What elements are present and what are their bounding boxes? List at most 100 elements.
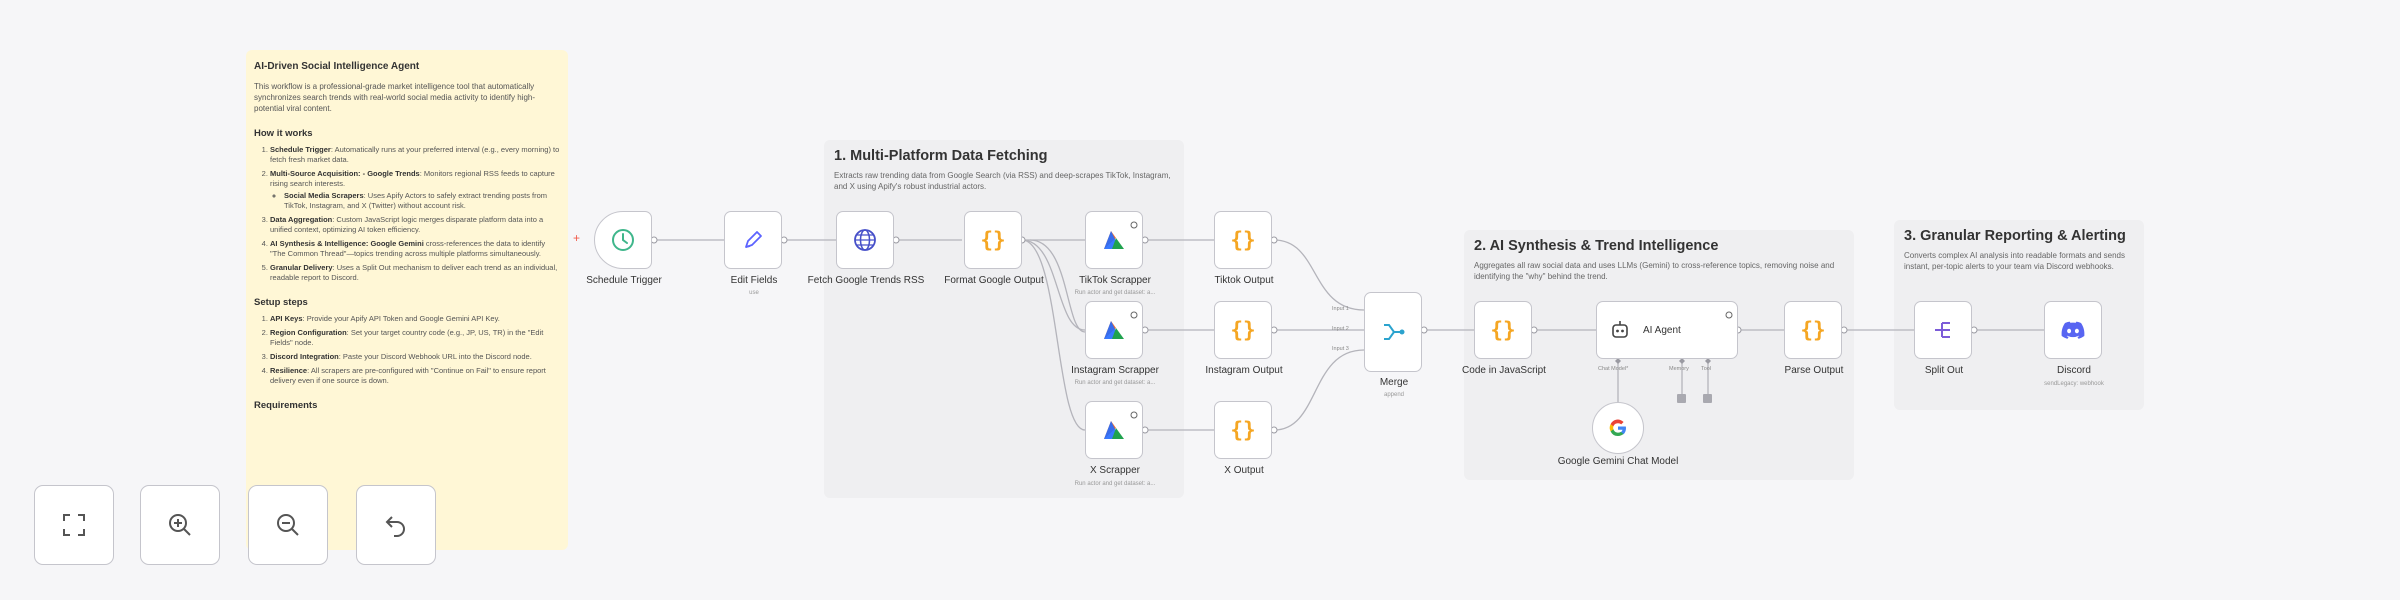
code-braces-icon: {} (1490, 318, 1516, 342)
port-label: Input 2 (1332, 326, 1349, 332)
code-braces-icon: {} (1800, 318, 1826, 342)
code-braces-icon: {} (1230, 418, 1256, 442)
google-icon (1609, 419, 1626, 437)
node-label: Fetch Google Trends RSS (807, 275, 925, 286)
settings-badge-icon (1130, 216, 1138, 229)
clock-icon (612, 229, 634, 251)
node-merge[interactable] (1364, 292, 1422, 372)
zoom-in-icon (169, 514, 191, 536)
node-code-javascript[interactable]: {} (1474, 301, 1532, 359)
node-x-scrapper[interactable] (1085, 401, 1143, 459)
apify-icon (1104, 231, 1124, 249)
connection (1273, 349, 1365, 431)
node-label: Split Out (1924, 365, 1964, 376)
overview-title: AI-Driven Social Intelligence Agent (254, 61, 420, 72)
list-item: Granular Delivery: Uses a Split Out mech… (270, 263, 560, 283)
port-label: Input 3 (1332, 346, 1349, 352)
node-label: Edit Fields (730, 275, 778, 286)
node-label: Parse Output (1784, 365, 1844, 376)
node-edit-fields[interactable] (724, 211, 782, 269)
add-trigger-icon[interactable]: + (573, 231, 581, 245)
discord-icon (2061, 321, 2085, 339)
how-it-works-heading: How it works (254, 128, 313, 139)
settings-badge-icon (1130, 406, 1138, 419)
node-label: Instagram Output (1205, 365, 1283, 376)
port-label: Input 1 (1332, 306, 1349, 312)
apify-icon (1104, 321, 1124, 339)
node-google-gemini-chat-model[interactable] (1592, 402, 1644, 454)
add-tool-button[interactable] (1703, 394, 1712, 403)
undo-button[interactable] (356, 485, 436, 565)
port-label: Chat Model* (1598, 366, 1629, 372)
apify-icon (1104, 421, 1124, 439)
node-subtitle: Run actor and get dataset: a... (1074, 290, 1156, 296)
list-item: Discord Integration: Paste your Discord … (270, 352, 560, 362)
requirements-heading: Requirements (254, 400, 318, 411)
node-discord[interactable] (2044, 301, 2102, 359)
node-format-google-output[interactable]: {} (964, 211, 1022, 269)
node-label: Google Gemini Chat Model (1557, 456, 1679, 467)
node-instagram-scrapper[interactable] (1085, 301, 1143, 359)
add-memory-button[interactable] (1677, 394, 1686, 403)
node-ai-agent[interactable]: AI Agent (1596, 301, 1738, 359)
node-label: Discord (2057, 365, 2091, 376)
globe-icon (854, 229, 876, 251)
fit-view-button[interactable] (34, 485, 114, 565)
connection (1029, 239, 1086, 333)
node-subtitle: Run actor and get dataset: a... (1074, 380, 1156, 386)
node-schedule-trigger[interactable] (594, 211, 652, 269)
node-split-out[interactable] (1914, 301, 1972, 359)
list-item: Social Media Scrapers: Uses Apify Actors… (284, 191, 560, 211)
connection (1021, 239, 1086, 331)
port-label: Tool (1701, 366, 1712, 372)
node-label: Code in JavaScript (1462, 365, 1546, 376)
section-description: Converts complex AI analysis into readab… (1904, 251, 2126, 271)
zoom-out-button[interactable] (248, 485, 328, 565)
node-label: X Output (1224, 465, 1264, 476)
settings-badge-icon (1725, 306, 1733, 319)
section-description: Aggregates all raw social data and uses … (1474, 261, 1835, 281)
zoom-in-button[interactable] (140, 485, 220, 565)
split-icon (1935, 322, 1950, 338)
merge-icon (1384, 324, 1405, 340)
list-item: Data Aggregation: Custom JavaScript logi… (270, 215, 560, 235)
code-braces-icon: {} (1230, 318, 1256, 342)
connection (1021, 239, 1086, 431)
node-subtitle: use (749, 290, 759, 296)
zoom-out-icon (277, 514, 299, 536)
node-label: Format Google Output (944, 275, 1044, 286)
overview-intro: This workflow is a professional-grade ma… (254, 82, 536, 113)
port-label: Memory (1669, 366, 1689, 372)
node-label: TikTok Scrapper (1079, 275, 1151, 286)
sticky-note-reporting[interactable]: 3. Granular Reporting & Alerting Convert… (1894, 220, 2144, 410)
node-subtitle: sendLegacy: webhook (2044, 381, 2104, 387)
node-label: Tiktok Output (1214, 275, 1274, 286)
node-fetch-google-trends[interactable] (836, 211, 894, 269)
pencil-icon (745, 231, 762, 248)
sticky-note-overview[interactable]: AI-Driven Social Intelligence Agent This… (246, 50, 568, 550)
node-instagram-output[interactable]: {} (1214, 301, 1272, 359)
list-item: Multi-Source Acquisition: - Google Trend… (270, 169, 560, 211)
node-parse-output[interactable]: {} (1784, 301, 1842, 359)
code-braces-icon: {} (1230, 228, 1256, 252)
connection (1273, 239, 1365, 311)
section-title: 3. Granular Reporting & Alerting (1904, 228, 2126, 244)
node-label: Merge (1379, 377, 1409, 388)
fit-view-icon (63, 514, 85, 536)
node-tiktok-scrapper[interactable] (1085, 211, 1143, 269)
node-tiktok-output[interactable]: {} (1214, 211, 1272, 269)
undo-icon (385, 516, 405, 537)
section-title: 2. AI Synthesis & Trend Intelligence (1474, 238, 1719, 254)
node-label: Instagram Scrapper (1071, 365, 1159, 376)
list-item: Region Configuration: Set your target co… (270, 328, 560, 348)
node-subtitle: append (1383, 392, 1405, 398)
node-label: AI Agent (1643, 324, 1681, 336)
setup-steps-heading: Setup steps (254, 297, 308, 308)
section-description: Extracts raw trending data from Google S… (834, 171, 1171, 191)
node-subtitle: Run actor and get dataset: a... (1074, 481, 1156, 487)
how-it-works-list: Schedule Trigger: Automatically runs at … (254, 145, 560, 283)
list-item: API Keys: Provide your Apify API Token a… (270, 314, 560, 324)
list-item: Schedule Trigger: Automatically runs at … (270, 145, 560, 165)
node-x-output[interactable]: {} (1214, 401, 1272, 459)
